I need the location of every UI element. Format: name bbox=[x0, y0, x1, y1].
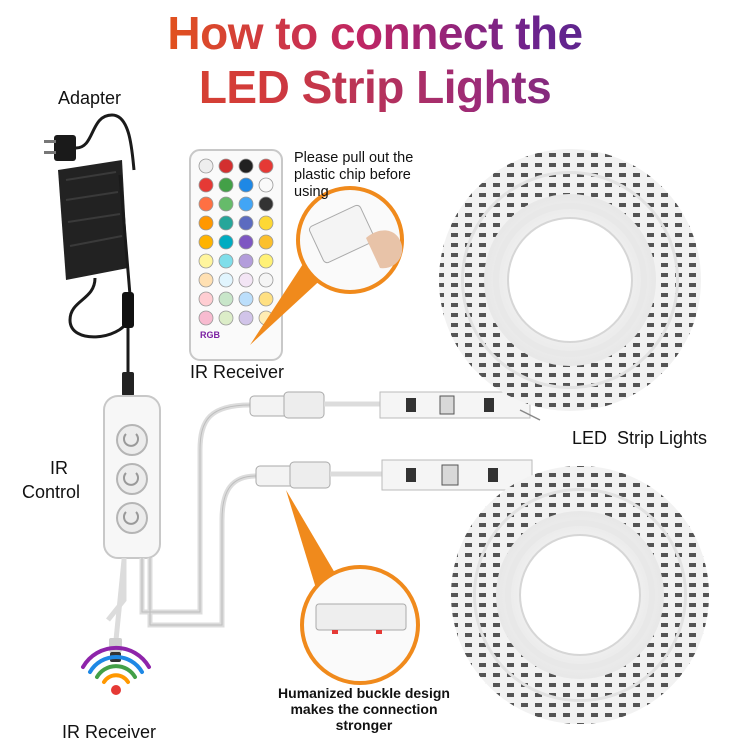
remote-button bbox=[198, 234, 214, 250]
remote-button bbox=[198, 291, 214, 307]
remote-button bbox=[258, 272, 274, 288]
remote-button bbox=[198, 215, 214, 231]
remote-button bbox=[238, 158, 254, 174]
buckle-note-line-3: stronger bbox=[335, 717, 393, 733]
ir-control-box bbox=[103, 395, 161, 559]
ferrite-core bbox=[122, 292, 134, 328]
ir-control-label-line2: Control bbox=[22, 482, 81, 502]
remote-button bbox=[218, 272, 234, 288]
connector-2 bbox=[255, 461, 382, 489]
remote-button bbox=[198, 158, 214, 174]
control-button-2 bbox=[116, 463, 148, 495]
remote-button bbox=[218, 291, 234, 307]
remote-button bbox=[218, 310, 234, 326]
led-strip-lights-label: LED Strip Lights bbox=[572, 428, 708, 448]
remote-button bbox=[258, 196, 274, 212]
remote-button bbox=[258, 253, 274, 269]
remote-control bbox=[189, 149, 283, 361]
buckle-note-line-2: makes the connection bbox=[290, 701, 438, 717]
remote-button bbox=[238, 196, 254, 212]
remote-button bbox=[238, 291, 254, 307]
ir-receiver-bottom-label: IR Receiver bbox=[62, 722, 157, 742]
ir-control-label-line1: IR bbox=[50, 458, 68, 478]
remote-button bbox=[238, 253, 254, 269]
remote-buttons bbox=[198, 158, 274, 326]
remote-button bbox=[218, 253, 234, 269]
remote-button bbox=[198, 177, 214, 193]
strip-end-1 bbox=[379, 391, 531, 419]
buckle-callout bbox=[286, 490, 420, 685]
chip-note: Please pull out the plastic chip before … bbox=[294, 150, 464, 201]
remote-button bbox=[198, 253, 214, 269]
remote-button bbox=[258, 291, 274, 307]
ir-receiver-remote-label: IR Receiver bbox=[190, 362, 285, 382]
remote-button bbox=[198, 272, 214, 288]
adapter bbox=[44, 113, 136, 396]
remote-button bbox=[238, 215, 254, 231]
led-strip-reel-2 bbox=[451, 466, 709, 724]
remote-top-text: RGB bbox=[200, 330, 220, 340]
remote-button bbox=[198, 310, 214, 326]
remote-button bbox=[238, 310, 254, 326]
remote-button bbox=[198, 196, 214, 212]
remote-button bbox=[258, 234, 274, 250]
remote-button bbox=[258, 177, 274, 193]
remote-button bbox=[218, 196, 234, 212]
remote-button bbox=[218, 177, 234, 193]
remote-button bbox=[258, 215, 274, 231]
led-strip-reel-1 bbox=[439, 149, 701, 411]
page-title-line-1: How to connect the bbox=[0, 8, 750, 58]
adapter-label: Adapter bbox=[58, 88, 122, 108]
remote-button bbox=[258, 158, 274, 174]
buckle-note-line-1: Humanized buckle design bbox=[278, 685, 450, 701]
strip-end-2 bbox=[381, 459, 533, 491]
page-title-line-2: LED Strip Lights bbox=[0, 62, 750, 112]
connector-1 bbox=[249, 391, 380, 419]
remote-button bbox=[238, 177, 254, 193]
remote-button bbox=[238, 234, 254, 250]
chip-callout bbox=[250, 186, 404, 345]
ir-signal-icon bbox=[81, 645, 151, 695]
remote-button bbox=[218, 158, 234, 174]
remote-button bbox=[218, 215, 234, 231]
control-button-1 bbox=[116, 424, 148, 456]
label-pointer bbox=[519, 409, 541, 421]
dc-jack bbox=[122, 372, 134, 396]
plug-icon bbox=[44, 135, 76, 161]
chip-note-line-2: plastic chip before bbox=[294, 167, 411, 183]
remote-button bbox=[218, 234, 234, 250]
power-brick bbox=[58, 160, 128, 280]
buckle-note: Humanized buckle design makes the connec… bbox=[266, 685, 462, 733]
chip-note-line-3: using bbox=[294, 184, 329, 200]
remote-button bbox=[238, 272, 254, 288]
chip-note-line-1: Please pull out the bbox=[294, 150, 414, 166]
control-button-3 bbox=[116, 502, 148, 534]
